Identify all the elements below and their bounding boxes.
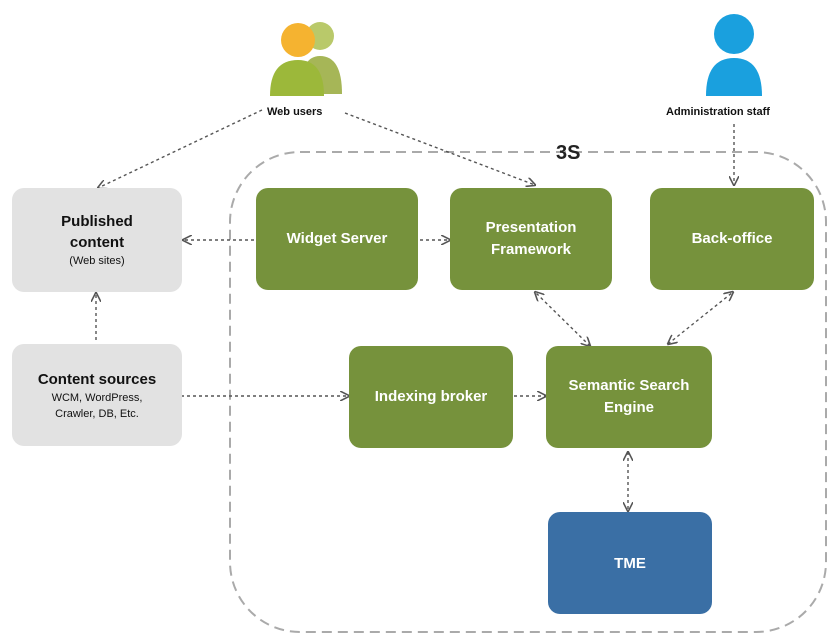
content-sources-box: Content sources WCM, WordPress, Crawler,… xyxy=(12,344,182,446)
back-office-label: Back-office xyxy=(691,230,773,247)
presentation-framework-label: Presentation Framework xyxy=(485,219,577,258)
edge-sse-presentation xyxy=(535,292,590,346)
edge-sse-backoffice xyxy=(668,292,733,344)
indexing-broker-label: Indexing broker xyxy=(374,388,488,405)
edge-webusers-published xyxy=(98,109,263,188)
published-content-box: Published content (Web sites) xyxy=(12,188,182,292)
back-office-box: Back-office xyxy=(650,188,814,290)
content-sources-line1: WCM, WordPress, xyxy=(51,391,143,404)
published-content-line2: content xyxy=(69,234,125,251)
system-title: 3S xyxy=(556,142,581,164)
web-users-label: Web users xyxy=(267,106,323,118)
admin-label: Administration staff xyxy=(666,106,770,118)
admin-user-icon xyxy=(706,14,762,96)
tme-box: TME xyxy=(548,512,712,614)
content-sources-title: Content sources xyxy=(37,370,157,388)
edge-webusers-presentation xyxy=(344,112,535,185)
semantic-search-engine-label: Semantic Search Engine xyxy=(568,377,690,416)
widget-server-label: Widget Server xyxy=(286,230,388,247)
indexing-broker-box: Indexing broker xyxy=(349,346,513,448)
widget-server-box: Widget Server xyxy=(256,188,418,290)
system-boundary xyxy=(229,151,827,633)
published-content-sub: (Web sites) xyxy=(69,255,125,267)
users-group-icon xyxy=(270,22,342,96)
published-content-line1: Published xyxy=(61,213,133,230)
presentation-framework-box: Presentation Framework xyxy=(450,188,612,290)
tme-label: TME xyxy=(614,554,646,572)
semantic-search-engine-box: Semantic Search Engine xyxy=(546,346,712,448)
content-sources-line2: Crawler, DB, Etc. xyxy=(55,407,139,420)
